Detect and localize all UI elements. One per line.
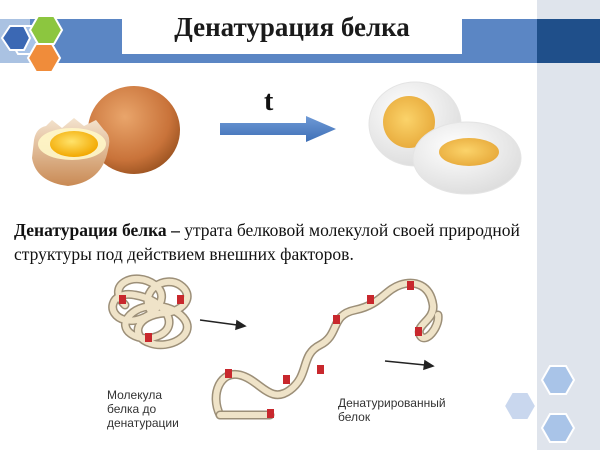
protein-denaturation-diagram <box>108 274 443 420</box>
page-title: Денатурация белка <box>174 12 410 42</box>
title-box <box>122 8 462 54</box>
boiled-egg-image <box>368 81 522 195</box>
raw-egg-image <box>32 86 180 186</box>
label-after-denaturation: Денатурированный белок <box>338 396 446 424</box>
right-arrow-icon <box>220 116 336 142</box>
hexagon-logo-icon <box>0 15 64 73</box>
definition-dash: – <box>166 220 185 240</box>
definition-term: Денатурация белка <box>14 220 167 240</box>
hexagon-decoration-icon <box>502 365 576 443</box>
temperature-label: t <box>264 86 274 117</box>
label-before-denaturation: Молекула белка до денатурации <box>107 388 179 430</box>
title-bar-dark-end <box>537 19 600 63</box>
definition-body: утрата белковой молекулой своей природно… <box>14 220 520 264</box>
definition-text: Денатурация белка – утрата белковой моле… <box>14 218 600 266</box>
